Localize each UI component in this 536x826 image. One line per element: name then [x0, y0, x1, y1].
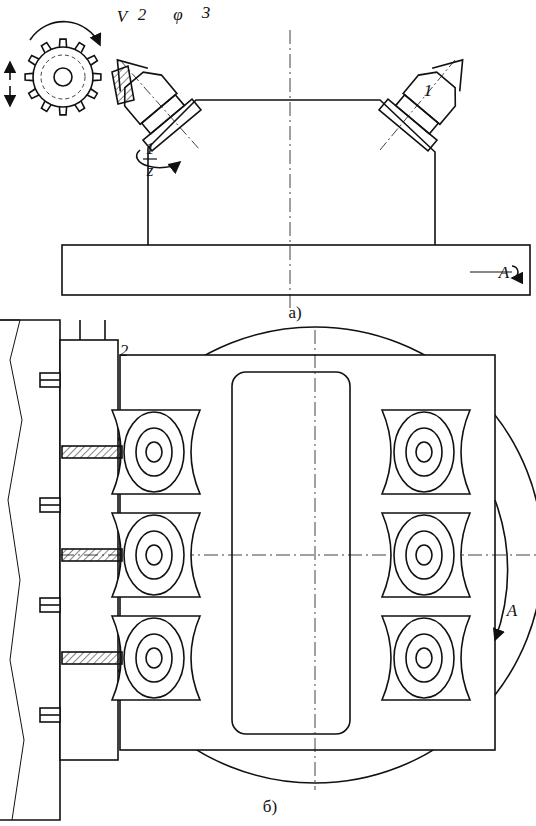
velocity-label: V — [117, 8, 127, 25]
wheel-face — [124, 412, 184, 492]
wheel-hub — [416, 648, 432, 668]
callout-number: 2 — [120, 342, 129, 359]
cutter-tooth — [93, 73, 101, 80]
wheel-hub — [416, 442, 432, 462]
wheel-profile — [382, 513, 470, 597]
bolt — [40, 604, 60, 606]
wheel-profile — [112, 616, 200, 700]
wheel-hub — [146, 648, 162, 668]
cutter-tooth — [41, 101, 51, 111]
wheel-face — [136, 634, 172, 682]
bolt — [40, 714, 60, 716]
wheel-face — [124, 515, 184, 595]
wheel-face — [394, 515, 454, 595]
cutter-tooth — [41, 43, 51, 53]
bolt — [40, 373, 60, 387]
fraction-bar — [143, 158, 157, 159]
cutter-tooth — [29, 55, 39, 65]
view-label: а) — [288, 304, 301, 321]
bolt — [40, 498, 60, 512]
cutter-tooth — [59, 107, 66, 115]
wheel-face — [406, 428, 442, 476]
wheel-hub — [146, 545, 162, 565]
cutter-tooth — [75, 43, 85, 53]
wheel-face — [136, 531, 172, 579]
direction-label: A — [499, 264, 509, 281]
wheel-profile — [382, 410, 470, 494]
fraction-denominator: z — [147, 162, 154, 179]
callout-number: 3 — [202, 4, 211, 21]
bolt — [40, 598, 60, 612]
wheel-face — [406, 634, 442, 682]
bolt — [40, 504, 60, 506]
wheel-face — [136, 428, 172, 476]
shaft — [62, 549, 122, 561]
cutter-tooth — [59, 39, 66, 47]
angle-label: φ — [173, 6, 182, 23]
callout-number: 2 — [138, 6, 147, 23]
wheel-profile — [112, 410, 200, 494]
wheel-hub — [146, 442, 162, 462]
bolt — [40, 708, 60, 722]
wheel-face — [394, 618, 454, 698]
shaft — [62, 446, 122, 458]
wheel-face — [394, 412, 454, 492]
fraction-numerator: 1 — [146, 140, 155, 157]
direction-label: A — [507, 602, 517, 619]
cutter-tooth — [29, 89, 39, 99]
cutter-tooth — [87, 55, 97, 65]
wheel-face — [406, 531, 442, 579]
cutter-tooth — [25, 73, 33, 80]
bolt — [40, 379, 60, 381]
wheel-profile — [382, 616, 470, 700]
wheel-hub — [416, 545, 432, 565]
wheel-face — [124, 618, 184, 698]
wheel-profile — [112, 513, 200, 597]
callout-number: 1 — [424, 82, 433, 99]
cutter-tooth — [87, 89, 97, 99]
view-label: б) — [263, 798, 277, 815]
shaft — [62, 652, 122, 664]
cutter-tooth — [75, 101, 85, 111]
